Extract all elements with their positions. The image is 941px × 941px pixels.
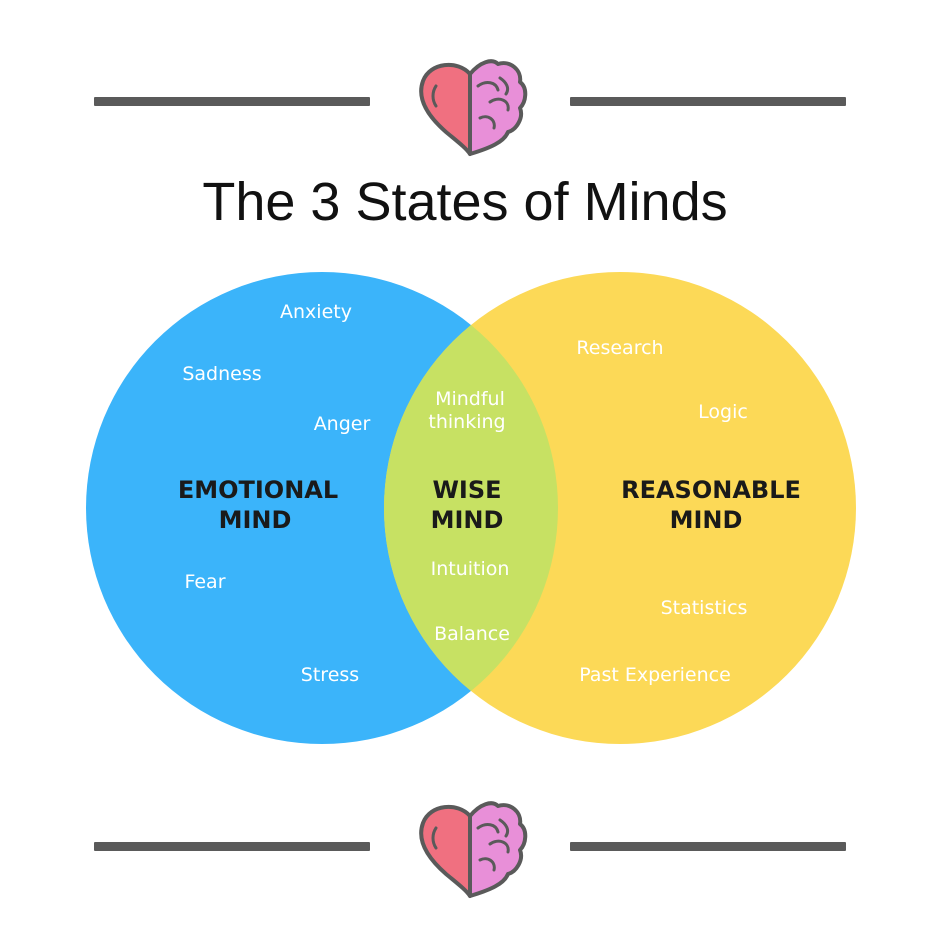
bottom-left-rule (94, 842, 370, 851)
reason-item-research: Research (576, 337, 663, 359)
reasonable-mind-title-line2: MIND (670, 506, 743, 534)
heart-brain-icon (419, 801, 528, 898)
reasonable-mind-title-line1: REASONABLE (621, 476, 801, 504)
emotion-item-anxiety: Anxiety (280, 301, 352, 323)
reason-item-statistics: Statistics (661, 597, 748, 619)
emotion-item-stress: Stress (301, 664, 359, 686)
bottom-right-rule (570, 842, 846, 851)
reason-item-logic: Logic (698, 401, 748, 423)
wise-item-thinking: thinking (428, 411, 505, 433)
reason-item-past-experience: Past Experience (579, 664, 731, 686)
heart-brain-icon (419, 59, 528, 156)
emotion-item-anger: Anger (314, 413, 371, 435)
wise-item-intuition: Intuition (431, 558, 510, 580)
emotional-mind-title-line2: MIND (219, 506, 292, 534)
wise-mind-title-line1: WISE (432, 476, 501, 504)
top-left-rule (94, 97, 370, 106)
page-title: The 3 States of Minds (202, 172, 727, 232)
wise-mind-title-line2: MIND (431, 506, 504, 534)
emotion-item-sadness: Sadness (182, 363, 261, 385)
wise-item-balance: Balance (434, 623, 510, 645)
emotional-mind-title-line1: EMOTIONAL (178, 476, 338, 504)
wise-mind-overlap (384, 272, 558, 744)
top-right-rule (570, 97, 846, 106)
wise-item-mindful: Mindful (435, 388, 505, 410)
emotion-item-fear: Fear (184, 571, 225, 593)
